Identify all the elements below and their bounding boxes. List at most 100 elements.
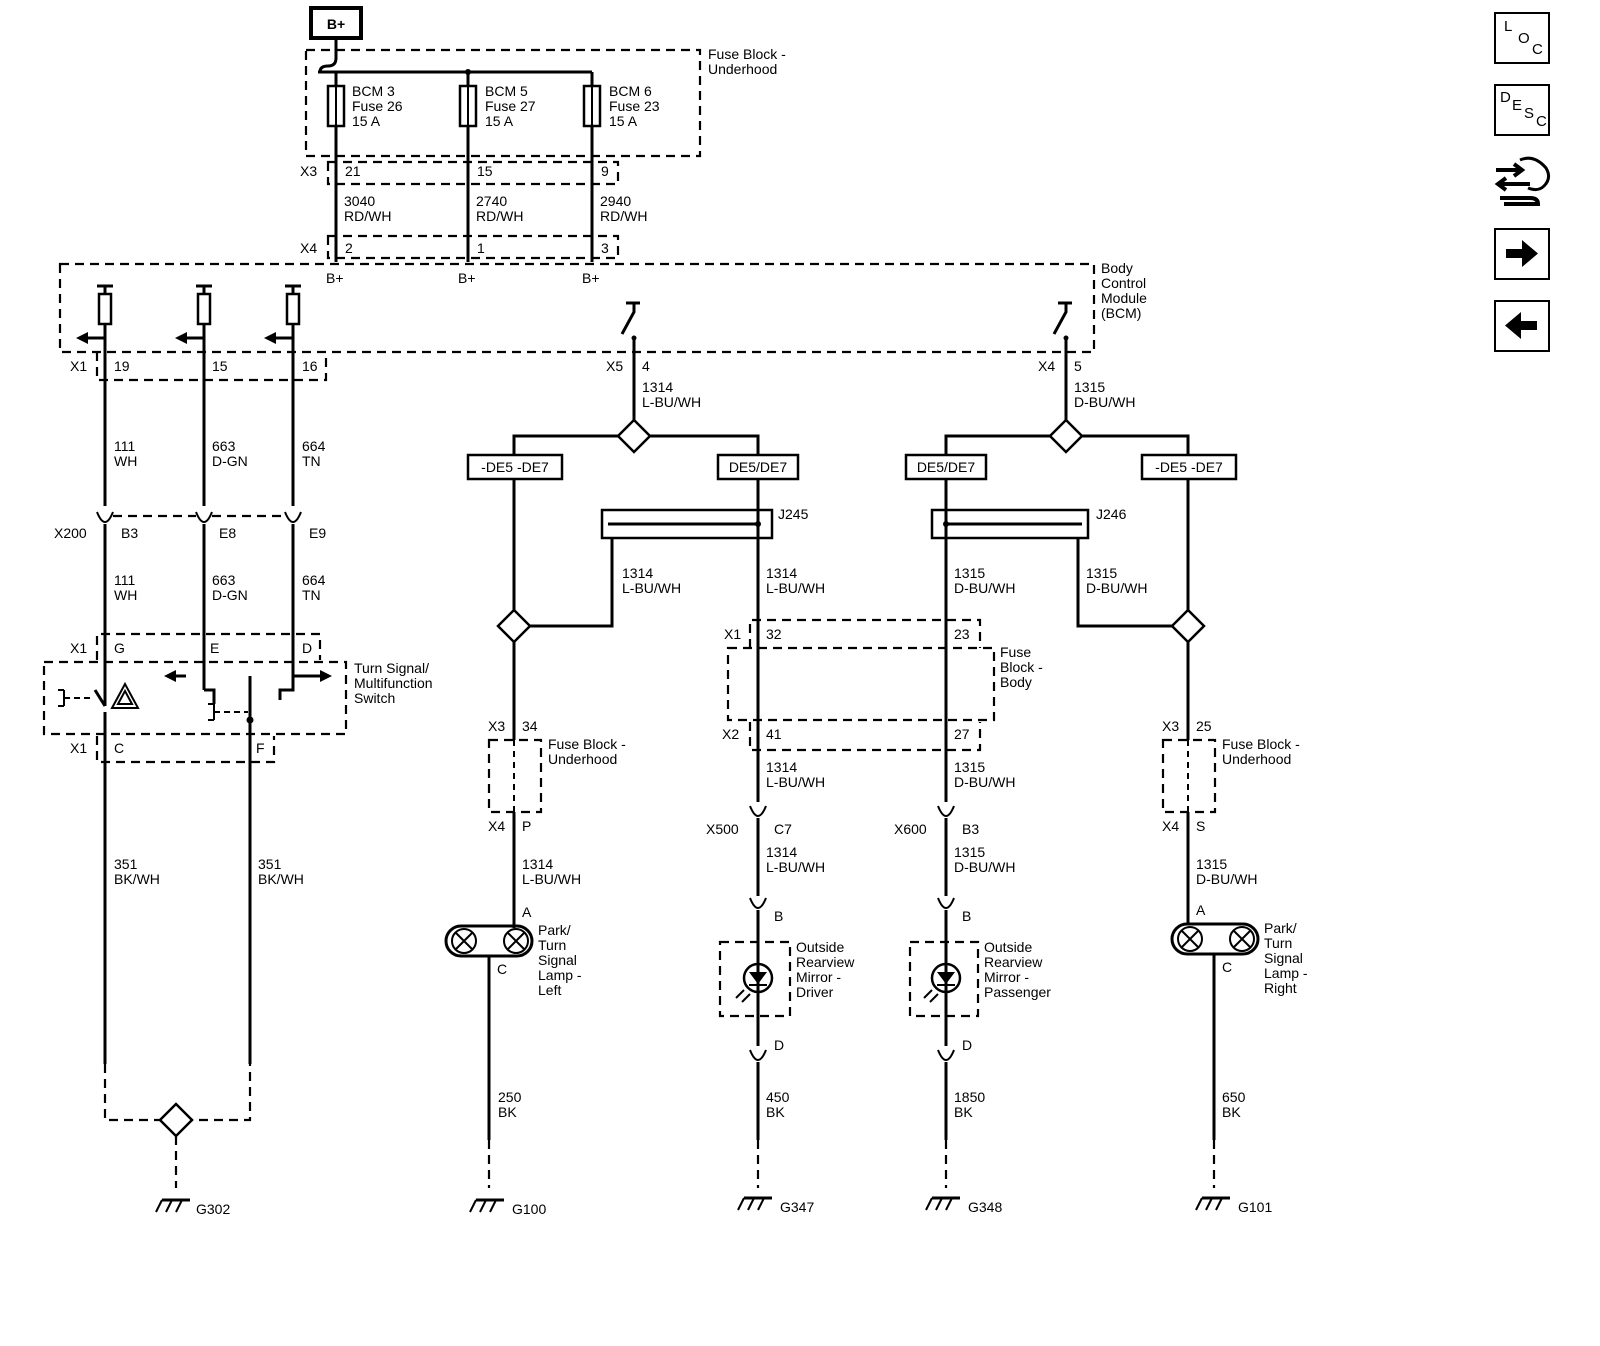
- wires-x200-to-switch: 111 WH 663 D-GN 664 TN: [114, 572, 326, 603]
- svg-text:G348: G348: [968, 1199, 1002, 1215]
- connector-x3-top: X3 21 15 9: [300, 160, 620, 186]
- svg-text:J245: J245: [778, 506, 809, 522]
- description-view-button[interactable]: D E S C: [1494, 84, 1550, 136]
- svg-text:TN: TN: [302, 587, 321, 603]
- svg-text:P: P: [522, 818, 531, 834]
- svg-text:E8: E8: [219, 525, 236, 541]
- svg-text:1315: 1315: [954, 565, 985, 581]
- svg-text:15 A: 15 A: [609, 113, 638, 129]
- next-page-button[interactable]: [1494, 228, 1550, 280]
- svg-text:G101: G101: [1238, 1199, 1272, 1215]
- svg-text:650: 650: [1222, 1089, 1246, 1105]
- svg-text:15: 15: [477, 163, 493, 179]
- bcm-input-3: B+: [582, 270, 600, 286]
- svg-text:2940: 2940: [600, 193, 631, 209]
- svg-text:X500: X500: [706, 821, 739, 837]
- svg-text:D-GN: D-GN: [212, 587, 248, 603]
- svg-text:BK: BK: [766, 1104, 785, 1120]
- wires-bplus: 3040 RD/WH 2740 RD/WH 2940 RD/WH: [344, 193, 647, 224]
- svg-text:BCM 5: BCM 5: [485, 83, 528, 99]
- svg-text:L-BU/WH: L-BU/WH: [642, 394, 701, 410]
- svg-text:L-BU/WH: L-BU/WH: [766, 774, 825, 790]
- svg-text:B3: B3: [962, 821, 979, 837]
- mirror-outside-passenger: Outside Rearview Mirror - Passenger: [908, 939, 1051, 1018]
- svg-text:Fuse 26: Fuse 26: [352, 98, 403, 114]
- svg-text:41: 41: [766, 726, 782, 742]
- svg-text:663: 663: [212, 572, 236, 588]
- svg-text:L-BU/WH: L-BU/WH: [522, 871, 581, 887]
- svg-text:A: A: [522, 904, 532, 920]
- desc-letter-s: S: [1524, 105, 1535, 122]
- svg-text:F: F: [256, 740, 265, 756]
- svg-text:G347: G347: [780, 1199, 814, 1215]
- svg-text:664: 664: [302, 572, 326, 588]
- svg-text:111: 111: [114, 438, 135, 454]
- svg-text:Module: Module: [1101, 290, 1147, 306]
- svg-text:X200: X200: [54, 525, 87, 541]
- svg-text:B: B: [774, 908, 783, 924]
- ground-g101: G101: [1195, 1196, 1272, 1215]
- location-view-button[interactable]: L O C: [1494, 12, 1550, 64]
- svg-text:Fuse Block -: Fuse Block -: [1222, 736, 1300, 752]
- fuse-block-underhood-right: X3 25 Fuse Block - Underhood X4 S: [1161, 718, 1300, 834]
- svg-text:21: 21: [345, 163, 361, 179]
- svg-text:X3: X3: [1162, 718, 1179, 734]
- ground-g100: G100: [469, 1198, 546, 1217]
- fuse-bcm3: BCM 3 Fuse 26 15 A: [326, 72, 403, 129]
- svg-text:3040: 3040: [344, 193, 375, 209]
- svg-text:D-BU/WH: D-BU/WH: [1086, 580, 1147, 596]
- svg-text:D: D: [774, 1037, 784, 1053]
- svg-text:Mirror -: Mirror -: [796, 969, 841, 985]
- svg-text:B3: B3: [121, 525, 138, 541]
- svg-text:Outside: Outside: [984, 939, 1032, 955]
- svg-text:15: 15: [212, 358, 228, 374]
- svg-text:Underhood: Underhood: [1222, 751, 1291, 767]
- connector-x600: X600 B3: [894, 805, 979, 837]
- svg-text:23: 23: [954, 626, 970, 642]
- svg-text:Passenger: Passenger: [984, 984, 1051, 1000]
- turn-signal-multifunction-switch: X1 G E D Turn Signal/ Multifunction Swit…: [42, 632, 433, 764]
- connector-x4-top: X4 2 1 3: [300, 234, 620, 260]
- svg-text:S: S: [1196, 818, 1205, 834]
- svg-text:Fuse Block -: Fuse Block -: [548, 736, 626, 752]
- wires-bcm-to-x200: 111 WH 663 D-GN 664 TN: [114, 438, 326, 469]
- svg-text:351: 351: [114, 856, 138, 872]
- desc-letter-c: C: [1536, 113, 1547, 130]
- ground-g302: G302: [155, 1198, 230, 1217]
- svg-text:Control: Control: [1101, 275, 1146, 291]
- svg-text:WH: WH: [114, 587, 137, 603]
- svg-text:X1: X1: [724, 626, 741, 642]
- svg-text:Block -: Block -: [1000, 659, 1043, 675]
- svg-text:X4: X4: [300, 240, 317, 256]
- svg-text:Park/: Park/: [538, 922, 571, 938]
- previous-page-button[interactable]: [1494, 300, 1550, 352]
- svg-text:D: D: [962, 1037, 972, 1053]
- svg-text:4: 4: [642, 358, 650, 374]
- svg-text:Fuse 23: Fuse 23: [609, 98, 660, 114]
- fuse-bcm5: BCM 5 Fuse 27 15 A: [458, 72, 536, 129]
- svg-text:D-BU/WH: D-BU/WH: [954, 580, 1015, 596]
- connector-hand-icon[interactable]: [1490, 148, 1554, 214]
- svg-text:5: 5: [1074, 358, 1082, 374]
- svg-text:E9: E9: [309, 525, 326, 541]
- svg-text:RD/WH: RD/WH: [344, 208, 391, 224]
- svg-text:DE5/DE7: DE5/DE7: [917, 459, 976, 475]
- connector-x1-bcm: X1 19 15 16: [70, 352, 328, 382]
- svg-text:Turn: Turn: [1264, 935, 1292, 951]
- svg-text:BK: BK: [498, 1104, 517, 1120]
- svg-text:WH: WH: [114, 453, 137, 469]
- svg-text:BCM 3: BCM 3: [352, 83, 395, 99]
- svg-text:DE5/DE7: DE5/DE7: [729, 459, 788, 475]
- svg-text:Turn: Turn: [538, 937, 566, 953]
- svg-text:X600: X600: [894, 821, 927, 837]
- svg-text:G302: G302: [196, 1201, 230, 1217]
- svg-text:27: 27: [954, 726, 970, 742]
- svg-text:2740: 2740: [476, 193, 507, 209]
- fuse-bcm6: BCM 6 Fuse 23 15 A: [582, 72, 660, 129]
- svg-text:1314: 1314: [642, 379, 673, 395]
- svg-text:3: 3: [601, 240, 609, 256]
- svg-text:J246: J246: [1096, 506, 1127, 522]
- svg-text:351: 351: [258, 856, 282, 872]
- svg-text:Body: Body: [1000, 674, 1032, 690]
